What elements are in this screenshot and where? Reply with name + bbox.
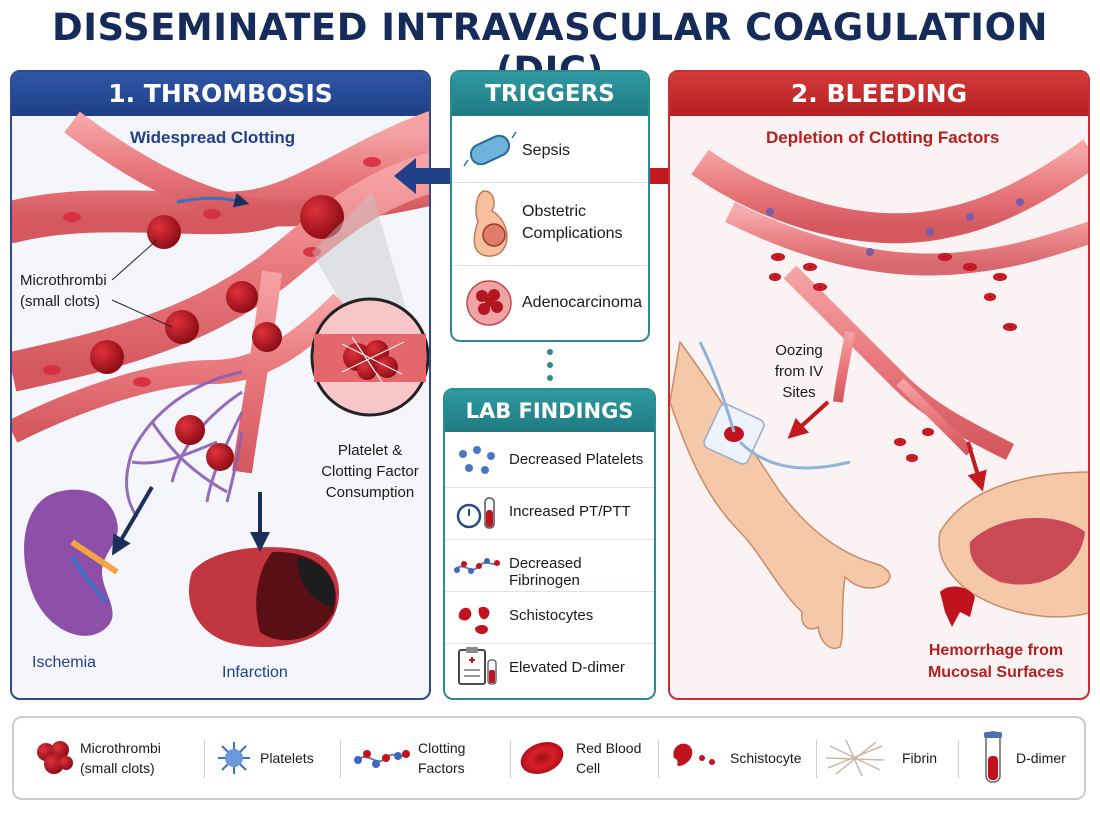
schistocyte-icon <box>458 606 490 635</box>
oozing-label: Oozing from IV Sites <box>774 342 824 401</box>
microthrombi-label: Microthrombi (small clots) <box>20 272 107 310</box>
bleeding-subtitle: Depletion of Clotting Factors <box>766 128 1000 147</box>
lab-item-platelets: Decreased Platelets <box>445 436 654 488</box>
legend-separator <box>340 740 341 778</box>
legend-separator <box>204 740 205 778</box>
lab-item-fibrinogen: Decreased Fibrinogen <box>445 540 654 592</box>
clipboard-icon <box>458 647 497 685</box>
bleeding-panel: 2. BLEEDING Depletion of Clotting Factor… <box>668 70 1090 700</box>
thrombosis-illustration <box>12 111 429 647</box>
trigger-sepsis: Sepsis <box>452 120 648 183</box>
triggers-heading: TRIGGERS <box>452 72 648 116</box>
tumor-icon <box>466 280 512 326</box>
legend-red-blood-cell: Red Blood Cell <box>514 718 654 798</box>
thrombosis-panel: 1. THROMBOSIS <box>10 70 431 700</box>
arrow-to-thrombosis-icon <box>394 158 450 194</box>
bleeding-illustration <box>670 139 1088 649</box>
lab-item-d-dimer: Elevated D-dimer <box>445 644 654 695</box>
legend-separator <box>958 740 959 778</box>
legend-separator <box>510 740 511 778</box>
lab-item-pt-ptt: Increased PT/PTT <box>445 488 654 540</box>
triggers-panel: TRIGGERS Sepsis Obstetric Complications … <box>450 70 650 342</box>
bleeding-heading: 2. BLEEDING <box>670 72 1088 116</box>
legend-fibrin: Fibrin <box>822 718 952 798</box>
consumption-label: Platelet & Clotting Factor Consumption <box>321 442 419 501</box>
lab-item-schistocytes: Schistocytes <box>445 592 654 644</box>
thrombosis-heading: 1. THROMBOSIS <box>12 72 429 116</box>
bacteria-icon <box>463 131 517 167</box>
platelets-icon <box>459 446 495 474</box>
dotted-connector <box>547 349 553 381</box>
trigger-adenocarcinoma: Adenocarcinoma <box>452 266 648 340</box>
legend-clotting-factors: Clotting Factors <box>348 718 508 798</box>
infarction-label: Infarction <box>222 664 288 681</box>
hemorrhage-label: Hemorrhage from Mucosal Surfaces <box>927 642 1065 681</box>
red-blood-cell-icon <box>520 742 564 774</box>
thrombosis-subtitle: Widespread Clotting <box>130 128 296 147</box>
legend-d-dimer: D-dimer <box>964 718 1084 798</box>
legend-separator <box>658 740 659 778</box>
schistocyte-icon <box>673 743 715 766</box>
trigger-obstetric: Obstetric Complications <box>452 183 648 266</box>
legend-microthrombi: Microthrombi (small clots) <box>22 718 202 798</box>
platelet-icon <box>218 742 250 774</box>
lab-findings-panel: LAB FINDINGS Decreased Platelets Increas… <box>443 388 656 700</box>
d-dimer-tube-icon <box>984 731 1002 783</box>
fibrin-icon <box>825 739 885 777</box>
pregnancy-icon <box>473 190 508 257</box>
legend-separator <box>816 740 817 778</box>
legend-schistocyte: Schistocyte <box>664 718 814 798</box>
fibrinogen-icon <box>454 558 500 574</box>
ischemia-label: Ischemia <box>32 654 97 671</box>
timer-tube-icon <box>456 497 495 529</box>
clotting-factors-icon <box>354 750 410 768</box>
legend-platelets: Platelets <box>210 718 340 798</box>
microthrombi-icon <box>37 741 73 774</box>
legend: Microthrombi (small clots) Platelets Clo… <box>12 716 1086 800</box>
lab-findings-heading: LAB FINDINGS <box>445 390 654 432</box>
